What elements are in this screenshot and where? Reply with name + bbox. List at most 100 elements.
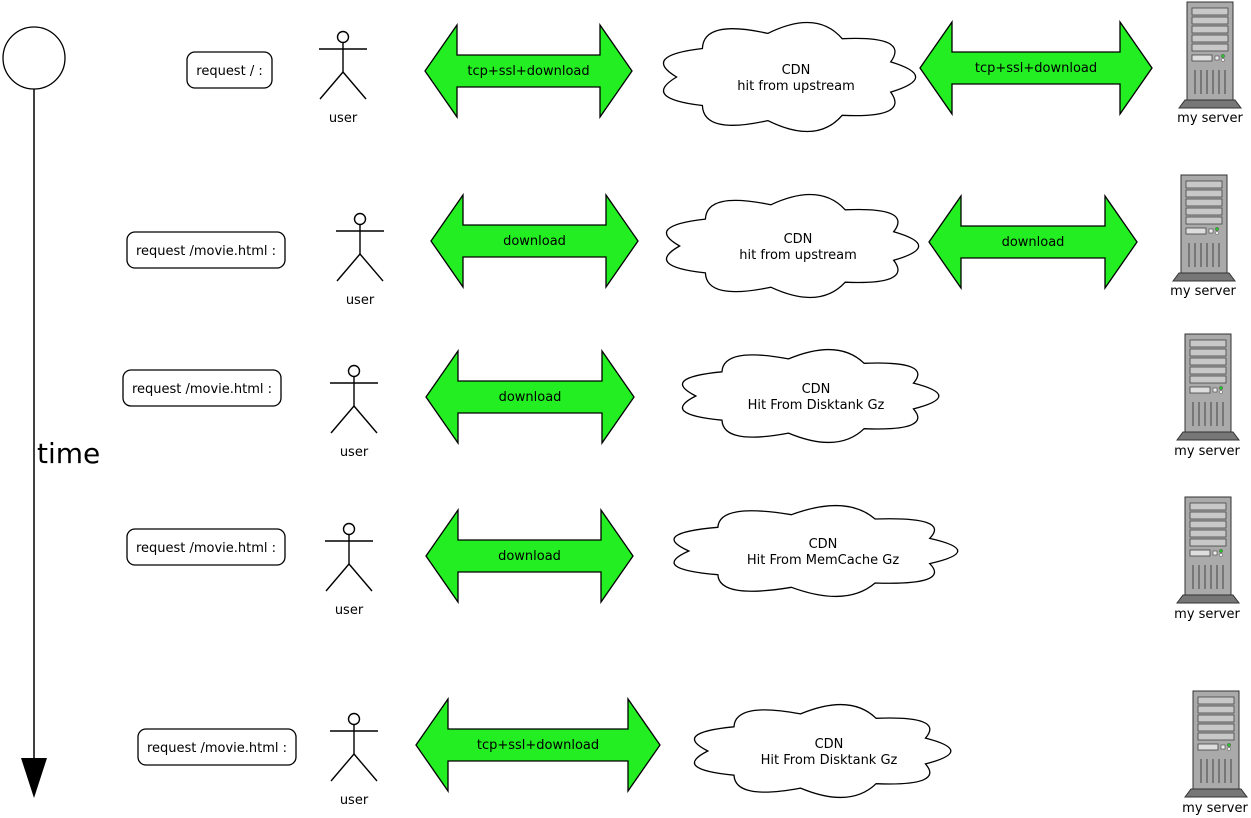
request-label: request /movie.html : [136, 541, 276, 556]
server-drive-bay [1189, 348, 1227, 357]
user-left-leg [330, 405, 355, 434]
server-drive-bay [1189, 520, 1227, 529]
client-transfer-arrow [424, 22, 633, 120]
origin-transfer-arrow [928, 193, 1138, 291]
server-drive-bay [1185, 189, 1223, 198]
server-led [1227, 743, 1231, 747]
user-head [342, 522, 356, 536]
user-icon [336, 212, 384, 282]
client-transfer-arrow-label: download [498, 549, 561, 564]
server-drive-bay [1189, 366, 1227, 375]
request-box: request /movie.html : [122, 369, 282, 407]
request-box-frame [122, 369, 282, 407]
user-left-leg [319, 71, 344, 100]
request-label: request /movie.html : [132, 382, 272, 397]
request-row: request /movie.html :usertcp+ssl+downloa… [137, 690, 1248, 816]
origin-transfer-arrow [919, 19, 1153, 117]
user-right-leg [353, 753, 378, 782]
cdn-cloud-shape [693, 704, 952, 798]
server-drive-bay [1185, 207, 1223, 216]
server-drive-bay [1197, 732, 1235, 741]
cdn-title: CDN [782, 63, 811, 78]
server-slot [1191, 54, 1213, 62]
cdn-status: hit from upstream [739, 248, 857, 263]
request-box-frame [126, 231, 286, 269]
server-drive-bay [1189, 339, 1227, 348]
user-head [347, 364, 361, 378]
origin-transfer-arrow-label: tcp+ssl+download [975, 61, 1097, 76]
user-right-leg [353, 405, 378, 434]
cdn-status: Hit From MemCache Gz [747, 553, 899, 568]
timeline: time [2, 26, 100, 798]
cdn-title: CDN [815, 737, 844, 752]
server-drive-bay [1191, 25, 1229, 34]
server-drive-bay [1189, 357, 1227, 366]
server-drive-bay [1197, 696, 1235, 705]
user-label: user [340, 793, 369, 808]
user-icon [330, 712, 378, 782]
server-drive-bay [1185, 180, 1223, 189]
user-label: user [340, 445, 369, 460]
server-drive-bay [1191, 16, 1229, 25]
origin-transfer-arrow-label: download [1002, 235, 1065, 250]
server-label: my server [1170, 284, 1236, 299]
server-base [1176, 431, 1240, 441]
timeline-start-circle [2, 26, 66, 90]
client-transfer-arrow [430, 192, 639, 290]
server-base [1184, 788, 1248, 798]
server-slot [1197, 743, 1219, 751]
server-icon [1172, 174, 1236, 282]
server-led [1219, 386, 1223, 390]
server-led [1221, 58, 1225, 62]
server-label: my server [1182, 801, 1248, 816]
server-drive-bay [1191, 7, 1229, 16]
server-drive-bay [1189, 511, 1227, 520]
server-icon [1176, 496, 1240, 604]
request-box: request /movie.html : [137, 728, 297, 766]
server-led [1227, 747, 1231, 751]
request-label: request /movie.html : [147, 741, 287, 756]
request-box: request /movie.html : [126, 528, 286, 566]
server-base [1178, 99, 1242, 109]
cdn-status: hit from upstream [737, 79, 855, 94]
server-label: my server [1174, 607, 1240, 622]
server-led [1208, 228, 1214, 234]
server-led [1219, 390, 1223, 394]
cdn-title: CDN [802, 382, 831, 397]
cdn-status: Hit From Disktank Gz [748, 398, 885, 413]
server-led [1221, 54, 1225, 58]
request-box-frame [126, 528, 286, 566]
server-base [1176, 594, 1240, 604]
server-label: my server [1177, 111, 1243, 126]
user-icon [319, 30, 367, 100]
server-slot [1185, 227, 1207, 235]
user-left-leg [325, 563, 350, 592]
client-transfer-arrow-label: download [503, 234, 566, 249]
server-drive-bay [1197, 723, 1235, 732]
user-head [336, 30, 350, 44]
cdn-cloud-shape [681, 349, 940, 443]
user-head [347, 712, 361, 726]
user-label: user [346, 293, 375, 308]
cdn-cloud-shape [673, 505, 959, 597]
server-icon [1178, 1, 1242, 109]
server-drive-bay [1189, 538, 1227, 547]
server-drive-bay [1191, 43, 1229, 52]
request-box-frame [137, 728, 297, 766]
server-led [1212, 550, 1218, 556]
server-label: my server [1174, 444, 1240, 459]
server-drive-bay [1197, 705, 1235, 714]
user-left-leg [330, 753, 355, 782]
server-led [1212, 387, 1218, 393]
client-transfer-arrow [425, 348, 635, 446]
user-left-leg [336, 253, 361, 282]
server-drive-bay [1185, 216, 1223, 225]
